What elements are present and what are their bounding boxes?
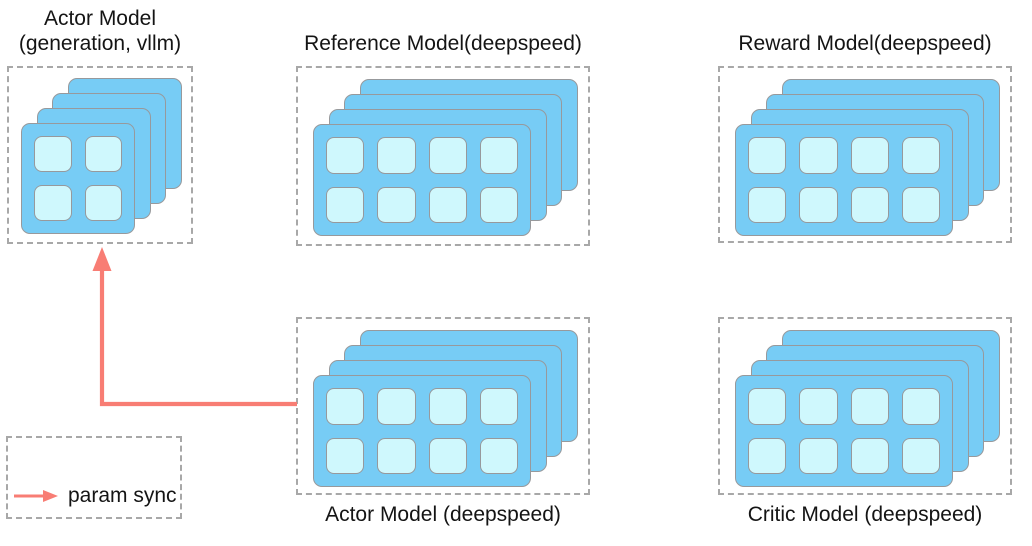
node-box-reference [296,66,590,246]
gpu-stack [21,78,182,234]
node-title-line2: (generation, vllm) [18,32,182,55]
gpu-cell [901,437,940,474]
gpu-card [735,124,953,236]
gpu-cell [34,136,72,172]
gpu-cell [377,437,416,474]
gpu-cell [377,137,416,174]
gpu-cell [901,137,940,174]
gpu-cell [326,388,365,425]
gpu-cell [377,186,416,223]
gpu-cell [799,137,838,174]
gpu-cell [34,185,72,221]
gpu-cell [850,437,889,474]
gpu-cell [748,186,787,223]
gpu-stack [735,330,1000,487]
gpu-stack [735,79,1000,236]
node-title-actor-deepspeed: Actor Model (deepspeed) [325,503,561,526]
gpu-cell [748,137,787,174]
gpu-cell [84,136,122,172]
gpu-cell [84,185,122,221]
gpu-stack [313,330,578,487]
legend: param sync [13,484,177,508]
gpu-card [21,123,135,234]
gpu-cell [901,388,940,425]
gpu-cell [479,137,518,174]
gpu-card [313,375,531,487]
node-box-reward [718,66,1012,243]
gpu-stack [313,79,578,236]
gpu-card [313,124,531,236]
node-title-reward: Reward Model(deepspeed) [738,32,992,55]
legend-box [6,436,182,519]
gpu-cell [428,137,467,174]
node-title-actor-vllm: Actor Model (generation, vllm) [7,6,193,56]
legend-label: param sync [68,484,177,507]
gpu-cell [326,437,365,474]
gpu-card [735,375,953,487]
gpu-cell [748,437,787,474]
node-box-critic [718,317,1012,495]
node-box-actor-deepspeed [296,317,590,495]
gpu-cell [377,388,416,425]
gpu-cell [326,186,365,223]
param-sync-legend-arrow-icon [14,490,58,502]
gpu-cell [850,137,889,174]
gpu-cell [850,388,889,425]
gpu-cell [799,437,838,474]
gpu-cell [479,437,518,474]
gpu-cell [428,388,467,425]
gpu-cell [799,388,838,425]
gpu-cell [326,137,365,174]
gpu-cell [850,186,889,223]
gpu-cell [901,186,940,223]
gpu-cell [799,186,838,223]
gpu-cell [479,388,518,425]
param-sync-arrowhead-icon [92,247,112,271]
gpu-cell [428,437,467,474]
node-title-reference: Reference Model(deepspeed) [304,32,582,55]
gpu-cell [748,388,787,425]
gpu-cell [428,186,467,223]
gpu-cell [479,186,518,223]
node-box-actor-vllm [7,66,193,244]
node-title-critic: Critic Model (deepspeed) [747,503,983,526]
node-title-line1: Actor Model [43,7,157,30]
param-sync-arrow-line [99,266,297,407]
